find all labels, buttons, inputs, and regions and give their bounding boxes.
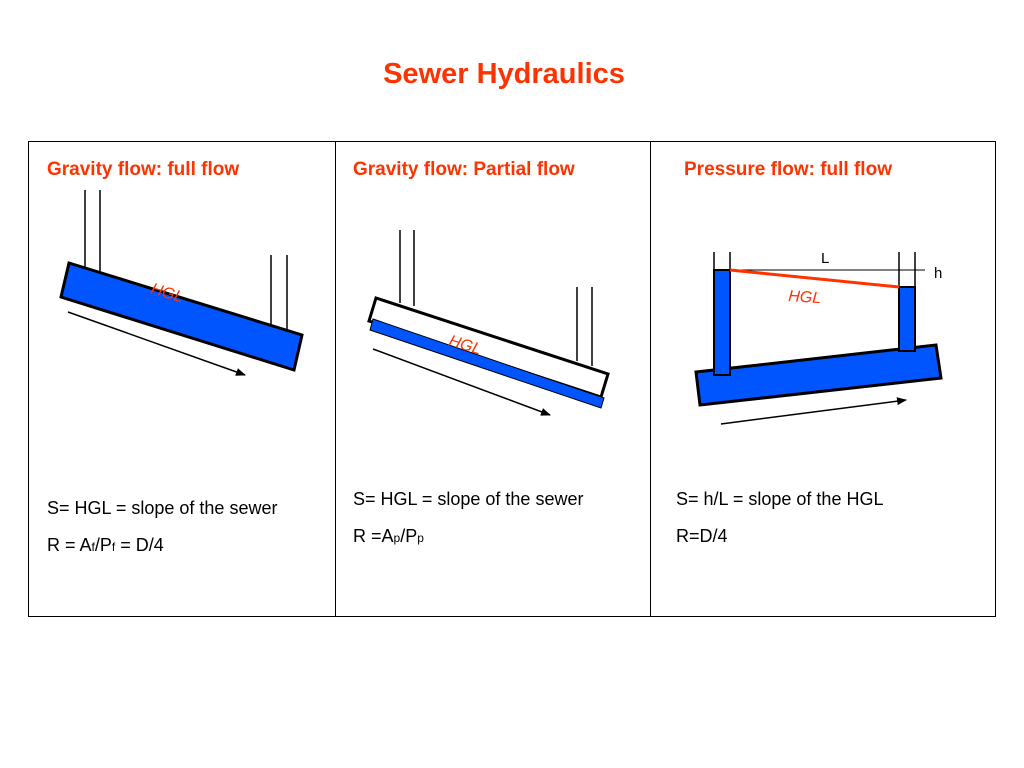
r-subscript: f [111,540,116,554]
flow-direction-arrow [372,348,551,416]
slope-text: S= HGL = slope of the sewer [353,489,584,509]
panel-table [28,141,996,617]
r-subscript: p [393,531,401,545]
panel-3-description: S= h/L = slope of the HGL R=D/4 [676,486,976,550]
head-label: h [934,265,942,282]
r-subscript: f [91,540,95,554]
slide-title: Sewer Hydraulics [383,58,625,90]
standpipe-right [898,286,916,352]
panel-3-heading: Pressure flow: full flow [684,159,892,180]
hgl-label: HGL [788,288,822,307]
r-suffix: = D/4 [115,535,164,555]
standpipe-left [713,269,731,376]
r-prefix: R = A [47,535,92,555]
slope-text: S= h/L = slope of the HGL [676,489,884,509]
panel-1-description: S= HGL = slope of the sewer R = Af/Pf = … [47,495,317,561]
r-subscript: p [417,531,424,545]
panel-1-heading: Gravity flow: full flow [47,159,240,180]
partial-water-layer [369,318,605,409]
panel-2-description: S= HGL = slope of the sewer R =Ap/Pp [353,486,613,552]
r-middle: /P [400,526,418,546]
full-pipe [59,261,304,372]
pressure-pipe [694,343,943,407]
flow-direction-arrow [720,397,907,425]
slope-text: S= HGL = slope of the sewer [47,498,278,518]
hgl-line [729,268,900,289]
hydraulic-radius-text: R=D/4 [676,526,728,546]
partial-pipe [367,296,610,399]
hydraulic-radius-text: R =Ap/Pp [353,523,613,552]
panel-2-heading: Gravity flow: Partial flow [353,159,575,180]
length-label: L [821,250,829,267]
r-prefix: R =A [353,526,394,546]
pressure-full-flow-diagram: L h HGL [694,250,943,425]
column-divider [335,142,336,616]
gravity-full-flow-diagram: HGL [59,190,304,376]
r-middle: /P [94,535,112,555]
column-divider [650,142,651,616]
flow-direction-arrow [67,311,246,376]
hydraulic-radius-text: R = Af/Pf = D/4 [47,532,317,561]
gravity-partial-flow-diagram: HGL [367,230,610,416]
